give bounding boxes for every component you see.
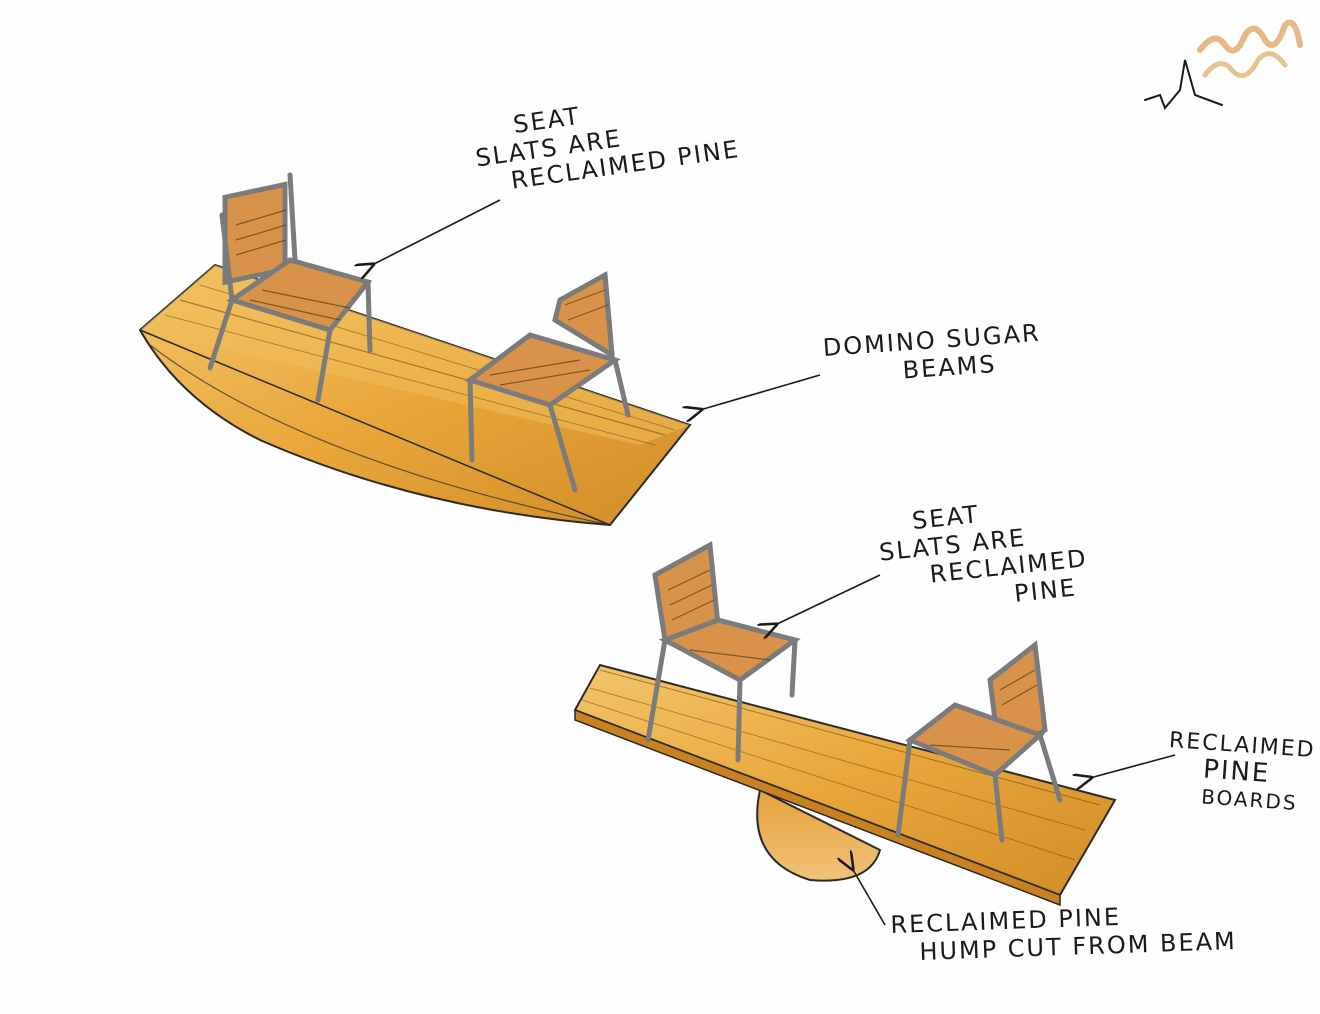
pivot-chair-right bbox=[895, 640, 1063, 843]
rocker-chair-right bbox=[464, 270, 631, 493]
arrow-top-seat bbox=[372, 199, 501, 265]
arrow-top-beams bbox=[700, 374, 821, 410]
pivot-seesaw bbox=[573, 541, 1117, 907]
rocker-seesaw bbox=[138, 172, 692, 527]
annotation-bottom-seat-slats: SEAT SLATS ARE RECLAIMED PINE bbox=[877, 500, 1089, 608]
signature-mark bbox=[1144, 19, 1303, 110]
arrow-bottom-hump bbox=[852, 868, 886, 926]
arrow-bottom-seat bbox=[775, 574, 881, 625]
annotation-reclaimed-pine-boards: RECLAIMED PINE BOARDS bbox=[1168, 728, 1317, 816]
arrow-bottom-boards bbox=[1090, 754, 1176, 778]
leader-arrows bbox=[372, 199, 1176, 926]
rocker-chair-left bbox=[207, 172, 373, 403]
